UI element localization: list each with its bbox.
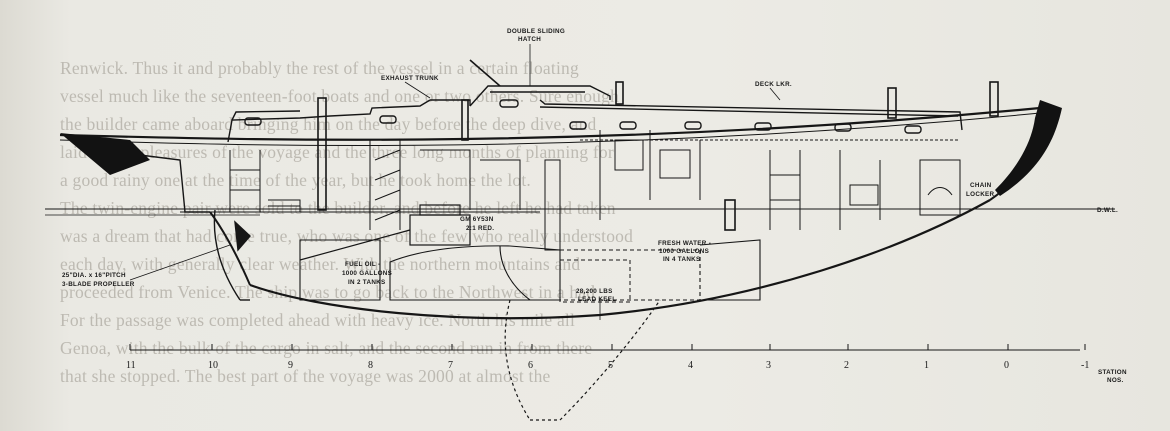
leader-lines	[129, 44, 781, 320]
station-number: 5	[608, 360, 613, 371]
bleed-through-line: vessel much like the seventeen-foot boat…	[60, 86, 620, 106]
label-dwl: D.W.L.	[1097, 207, 1118, 214]
station-number: 10	[208, 360, 218, 371]
stern-black-section	[60, 133, 150, 175]
lead-keel	[504, 299, 661, 421]
bleed-through-line: was a dream that had come true, who was …	[60, 226, 634, 246]
station-number: 2	[844, 360, 849, 371]
label-lead-keel-1: 28,200 LBS	[576, 288, 613, 295]
label-chain-locker-1: CHAIN	[970, 182, 992, 189]
label-fuel-oil-3: IN 2 TANKS	[348, 279, 386, 286]
station-number: 1	[924, 360, 929, 371]
bleed-through-line: proceeded from Venice. The ship was to g…	[60, 282, 596, 302]
station-number: 3	[766, 360, 771, 371]
label-propeller-2: 3-BLADE PROPELLER	[62, 281, 135, 288]
station-number: 8	[368, 360, 373, 371]
label-deck-lkr: DECK LKR.	[755, 81, 792, 88]
label-station-nos-1: STATION	[1098, 369, 1127, 376]
station-number: 11	[126, 360, 136, 371]
bleed-through-line: a good rainy one at the time of the year…	[60, 170, 531, 190]
interior-joinery	[180, 130, 961, 251]
bleed-through-line: For the passage was completed ahead with…	[60, 310, 576, 330]
label-double-sliding-hatch-1: DOUBLE SLIDING	[507, 28, 565, 35]
label-engine-1: GM 6Y53N	[460, 216, 494, 223]
label-chain-locker-2: LOCKER	[966, 191, 995, 198]
label-fuel-oil-2: 1000 GALLONS	[342, 270, 392, 277]
bow-black-section	[995, 100, 1062, 196]
bleed-through-line: that she stopped. The best part of the v…	[60, 366, 551, 386]
label-station-nos-2: NOS.	[1107, 377, 1124, 384]
station-number: 6	[528, 360, 533, 371]
label-fresh-water-2: 1000 GALLONS	[659, 248, 709, 255]
label-fresh-water-3: IN 4 TANKS	[663, 256, 701, 263]
hull-outline	[45, 106, 1115, 320]
station-number: -1	[1081, 360, 1089, 371]
station-number: 9	[288, 360, 293, 371]
ballast-section	[559, 259, 631, 303]
station-number: 0	[1004, 360, 1009, 371]
station-number: 7	[448, 360, 453, 371]
deckhouse	[227, 85, 963, 143]
bleed-through-line: Renwick. Thus it and probably the rest o…	[60, 58, 579, 78]
tanks	[299, 239, 761, 301]
engine	[299, 204, 471, 261]
label-double-sliding-hatch-2: HATCH	[518, 36, 541, 43]
label-engine-2: 2:1 RED.	[466, 225, 494, 232]
station-number: 4	[688, 360, 693, 371]
bleed-through-line: The twin-engine pair were sold to the bu…	[60, 198, 616, 218]
label-fuel-oil-1: FUEL OIL -	[345, 261, 380, 268]
label-lead-keel-2: LEAD KEEL	[578, 296, 616, 303]
label-propeller-1: 25"DIA. x 16"PITCH	[62, 272, 126, 279]
label-exhaust-trunk: EXHAUST TRUNK	[381, 75, 439, 82]
callout-labels: DOUBLE SLIDING HATCH EXHAUST TRUNK DECK …	[62, 28, 1127, 384]
bleed-through-line: laid on the pleasures of the voyage and …	[60, 142, 614, 162]
bleed-through-line: Genoa, with the bulk of the cargo in sal…	[60, 338, 593, 358]
label-fresh-water-1: FRESH WATER -	[658, 240, 711, 247]
masts-and-vents	[317, 59, 999, 231]
propeller-and-rudder	[213, 209, 251, 301]
